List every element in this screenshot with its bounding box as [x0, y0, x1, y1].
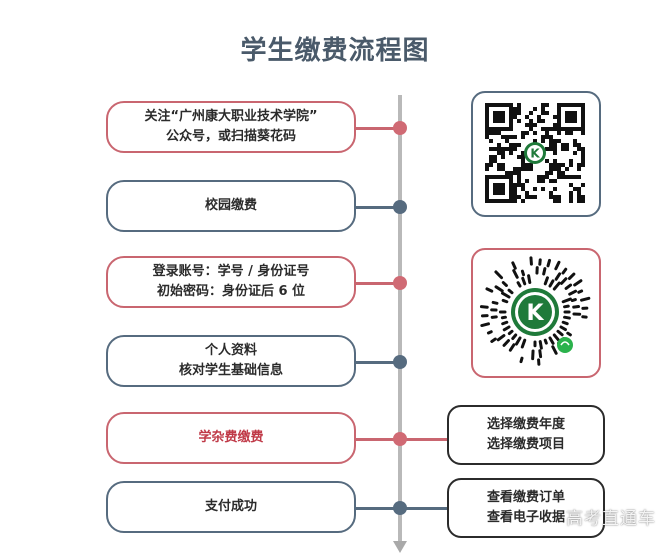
qr-code-card: K	[471, 91, 601, 217]
connector	[356, 127, 400, 130]
step-text-line1: 校园缴费	[204, 198, 257, 213]
step-text-line1: 支付成功	[204, 499, 257, 514]
timeline-dot	[393, 276, 407, 290]
page-title: 学生缴费流程图	[240, 36, 430, 66]
svg-text:K: K	[526, 301, 544, 326]
sunflower-code-icon: K	[479, 256, 591, 366]
side-note-line2: 查看电子收据	[486, 510, 565, 525]
connector	[356, 206, 400, 209]
step-text-line2: 公众号，或扫描葵花码	[165, 129, 296, 144]
step-text-line1: 个人资料	[204, 343, 257, 358]
qr-code-icon: K	[485, 103, 585, 203]
step-text-line2: 核对学生基础信息	[178, 363, 283, 378]
side-note-line1: 选择缴费年度	[486, 417, 565, 432]
connector	[356, 282, 400, 285]
side-note-line2: 选择缴费项目	[486, 437, 565, 452]
step-personal-info: 个人资料 核对学生基础信息	[106, 335, 356, 387]
connector	[356, 361, 400, 364]
svg-text:K: K	[530, 147, 540, 161]
timeline-dot	[393, 432, 407, 446]
step-text-line2: 初始密码：身份证后 6 位	[156, 284, 306, 299]
side-note-view-orders: 查看缴费订单 查看电子收据	[447, 478, 605, 538]
step-follow-account: 关注“广州康大职业技术学院” 公众号，或扫描葵花码	[106, 101, 356, 153]
timeline-line	[398, 95, 402, 543]
step-login: 登录账号：学号 / 身份证号 初始密码：身份证后 6 位	[106, 256, 356, 308]
side-note-select-items: 选择缴费年度 选择缴费项目	[447, 405, 605, 465]
timeline-dot	[393, 200, 407, 214]
timeline-dot	[393, 501, 407, 515]
timeline-dot	[393, 355, 407, 369]
side-note-line1: 查看缴费订单	[486, 490, 565, 505]
step-text-line1: 登录账号：学号 / 身份证号	[152, 264, 310, 279]
mini-program-code-card: K	[471, 248, 601, 378]
step-payment-success: 支付成功	[106, 481, 356, 533]
timeline-arrow	[393, 541, 407, 553]
step-text-line1: 关注“广州康大职业技术学院”	[144, 109, 318, 124]
step-campus-payment: 校园缴费	[106, 180, 356, 232]
step-text-line1: 学杂费缴费	[198, 430, 264, 445]
watermark: 高考直通车	[566, 509, 656, 529]
step-tuition-payment: 学杂费缴费	[106, 412, 356, 464]
timeline-dot	[393, 121, 407, 135]
